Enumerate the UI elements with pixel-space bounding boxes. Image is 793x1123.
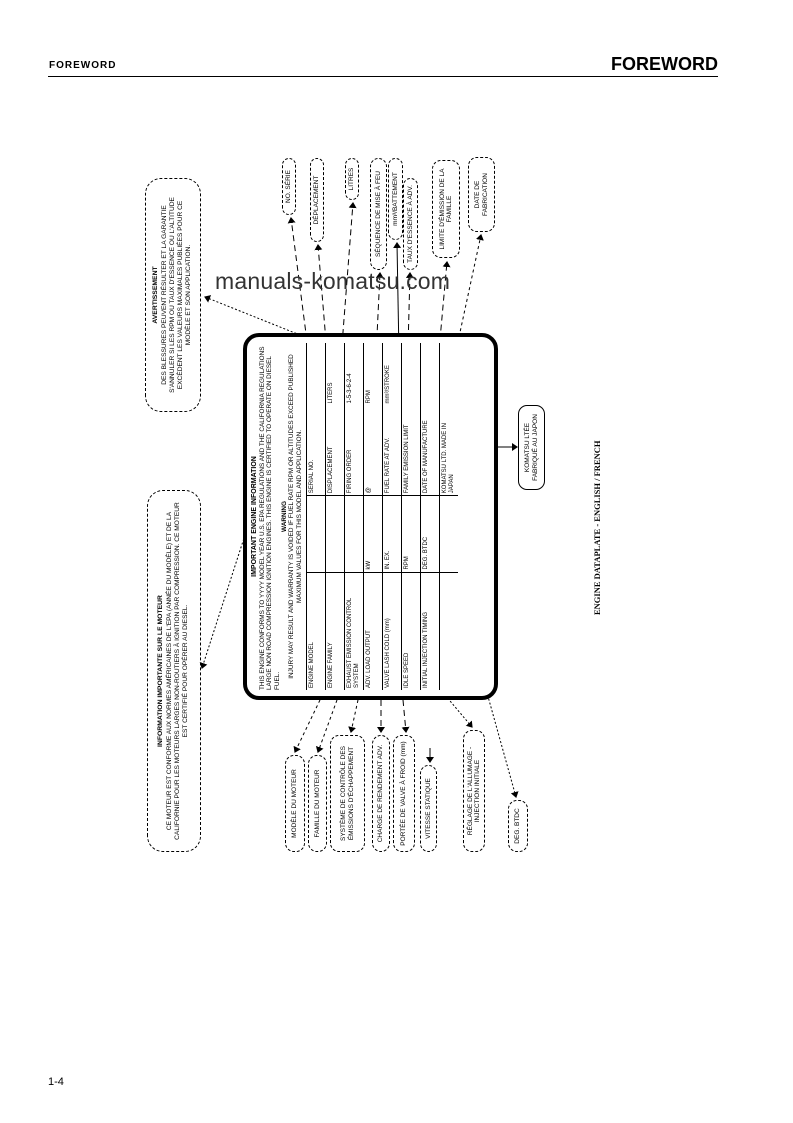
- header-section-label: FOREWORD: [49, 60, 117, 71]
- dataplate-row-right: KOMATSU LTD. MADE IN JAPAN: [439, 405, 459, 496]
- dataplate-row-value: [306, 343, 326, 406]
- dataplate-row-label: INITIAL INJECTION TIMING: [420, 572, 440, 690]
- label-maker-fr: KOMATSU LTÉE FABRIQUÉ AU JAPON: [518, 405, 545, 490]
- arrow-timing: [444, 694, 473, 728]
- dataplate-row-label: IDLE SPEED: [401, 572, 421, 690]
- arrow-liters: [341, 202, 357, 346]
- dataplate-row-right: @: [363, 405, 383, 496]
- dataplate-row-value: 1-5-3-6-2-4: [344, 343, 364, 406]
- info-note-fr: INFORMATION IMPORTANTE SUR LE MOTEUR CE …: [147, 490, 201, 852]
- dataplate-warning: INJURY MAY RESULT AND WARRANTY IS VOIDED…: [288, 354, 303, 679]
- arrow-warning: [204, 295, 301, 336]
- dataplate-intro: THIS ENGINE CONFORMS TO YYYY MODEL YEAR …: [259, 346, 281, 690]
- header-rule: [48, 76, 718, 77]
- dataplate-row-middle: DEG. BTDC: [420, 495, 440, 573]
- engine-dataplate: IMPORTANT ENGINE INFORMATION THIS ENGINE…: [243, 333, 498, 700]
- label-idle-speed-fr: VITESSE STATIQUE: [420, 765, 437, 852]
- label-firing-order-fr: SÉQUENCE DE MISE À FEU: [370, 158, 387, 270]
- dataplate-row-value: [439, 343, 459, 406]
- label-liters-fr: LITRES: [345, 158, 359, 200]
- dataplate-row-value: [401, 343, 421, 406]
- label-injection-timing-fr: RÉGLAGE DE L'ALLUMAGE - INJECTION INITIA…: [463, 730, 485, 852]
- dataplate-row: KOMATSU LTD. MADE IN JAPAN: [439, 343, 459, 690]
- arrow-emission-system: [348, 699, 359, 733]
- page-number: 1-4: [48, 1076, 64, 1088]
- label-family-limit-fr: LIMITE D'ÉMISSION DE LA FAMILLE: [432, 160, 460, 258]
- dataplate-row-value: RPM: [363, 343, 383, 406]
- dataplate-row-middle: IN. EX.: [382, 495, 402, 573]
- dataplate-row-right: FUEL RATE AT ADV.: [382, 405, 402, 496]
- dataplate-row: VALVE LASH COLD (mm)IN. EX.FUEL RATE AT …: [382, 343, 402, 690]
- dataplate-row-label: ENGINE MODEL: [306, 572, 326, 690]
- dataplate-row-label: [439, 572, 459, 690]
- label-serial-fr: NO. SÉRIE: [282, 158, 296, 215]
- dataplate-row-right: FIRING ORDER: [344, 405, 364, 496]
- arrow-serial: [287, 217, 313, 381]
- dataplate-row-middle: [306, 495, 326, 573]
- label-stroke-fr: mm³/BATTEMENT: [388, 158, 403, 240]
- dataplate-row-middle: [439, 495, 459, 573]
- label-displacement-fr: DÉPLACEMENT: [310, 158, 324, 242]
- label-fuel-rate-fr: TAUX D'ESSENCE À ADV.: [403, 178, 418, 270]
- dataplate-row-right: DISPLACEMENT: [325, 405, 345, 496]
- dataplate-row-label: EXHAUST EMISSION CONTROL SYSTEM: [344, 572, 364, 690]
- dataplate-row-label: ADV. LOAD OUTPUT: [363, 572, 383, 690]
- dataplate-row-value: mm³/STROKE: [382, 343, 402, 406]
- label-valve-lash-fr: PORTÉE DE VALVE À FROID (mm): [393, 735, 415, 852]
- dataplate-row-value: [420, 343, 440, 406]
- dataplate-row-right: FAMILY EMISSION LIMIT: [401, 405, 421, 496]
- dataplate-row-label: ENGINE FAMILY: [325, 572, 345, 690]
- label-engine-model-fr: MODÈLE DU MOTEUR: [285, 755, 305, 852]
- header-title: FOREWORD: [611, 54, 718, 74]
- info-note-title: INFORMATION IMPORTANTE SUR LE MOTEUR: [157, 595, 165, 747]
- warning-note-text: DES BLESSURES PEUVENT RÉSULTER ET LA GAR…: [160, 197, 193, 393]
- arrow-engine-model: [293, 699, 321, 753]
- figure-caption: ENGINE DATAPLATE - ENGLISH / FRENCH: [592, 440, 602, 615]
- dataplate-row: ENGINE MODEL SERIAL NO.: [306, 343, 326, 690]
- dataplate-row-value: LITERS: [325, 343, 345, 406]
- dataplate-title: IMPORTANT ENGINE INFORMATION: [251, 456, 258, 577]
- dataplate-warning-heading: WARNING: [281, 501, 289, 532]
- dataplate-row-right: DATE OF MANUFACTURE: [420, 405, 440, 496]
- label-emission-system-fr: SYSTÈME DE CONTRÔLE DES ÉMISSIONS D'ÉCHA…: [330, 735, 365, 852]
- info-note-text: CE MOTEUR EST CONFORME AUX NORMES AMÉRIC…: [165, 502, 190, 840]
- dataplate-row-middle: kW: [363, 495, 383, 573]
- label-engine-family-fr: FAMILLE DU MOTEUR: [308, 755, 327, 852]
- dataplate-row-label: VALVE LASH COLD (mm): [382, 572, 402, 690]
- arrow-info: [199, 534, 246, 669]
- warning-note-fr: AVERTISSEMENT DES BLESSURES PEUVENT RÉSU…: [145, 178, 201, 412]
- dataplate-row-middle: [344, 495, 364, 573]
- dataplate-row-middle: [325, 495, 345, 573]
- dataplate-row: EXHAUST EMISSION CONTROL SYSTEM FIRING OR…: [344, 343, 364, 690]
- dataplate-row-right: SERIAL NO.: [306, 405, 326, 496]
- label-btdc-fr: DEG. BTDC: [508, 800, 528, 852]
- dataplate-table: ENGINE MODEL SERIAL NO. ENGINE FAMILY DISPL…: [306, 343, 459, 690]
- watermark: manuals-komatsu.com: [215, 268, 451, 294]
- arrow-valve: [401, 699, 410, 733]
- label-load-output-fr: CHARGE DE RENDEMENT ADV.: [372, 735, 390, 852]
- dataplate-row-middle: RPM: [401, 495, 421, 573]
- warning-note-title: AVERTISSEMENT: [152, 266, 160, 324]
- label-date-fr: DATE DE FABRICATION: [468, 157, 495, 232]
